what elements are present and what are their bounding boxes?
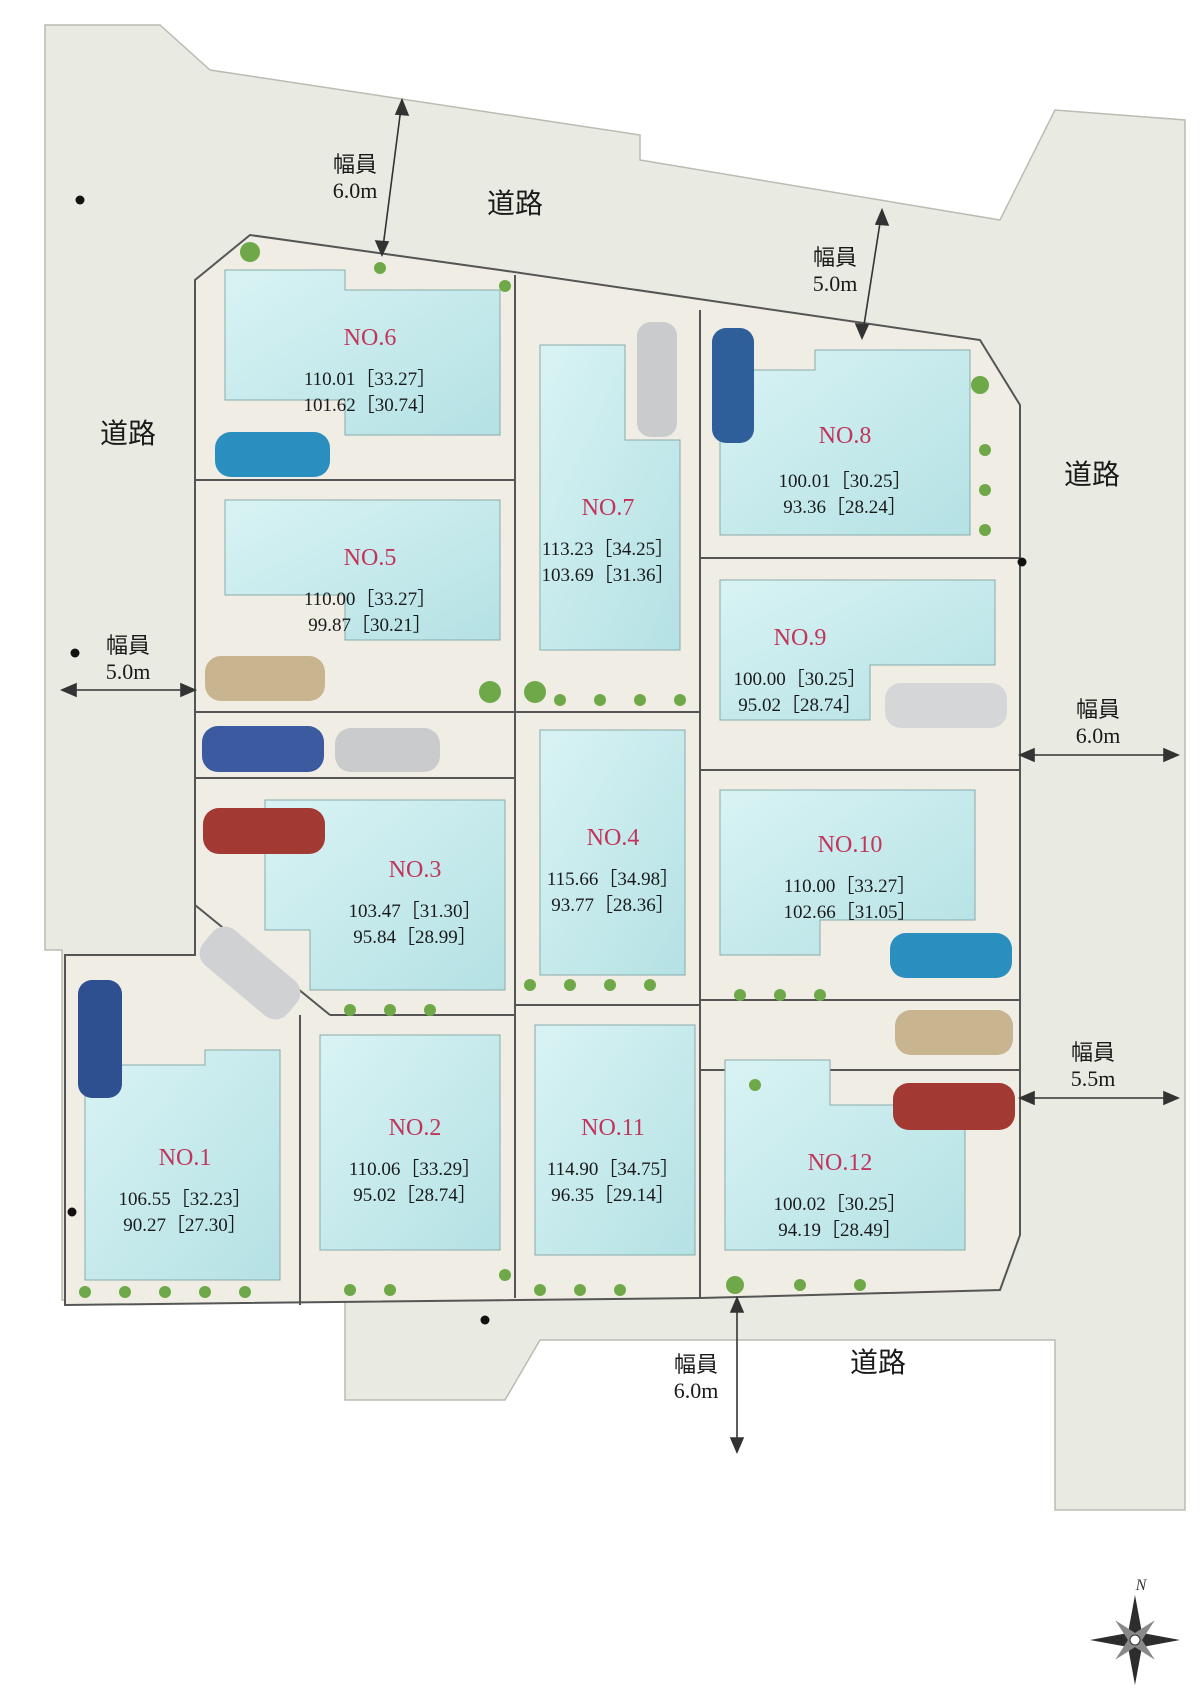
width-label-bottom-2: 6.0m <box>674 1378 719 1403</box>
car <box>895 1010 1013 1055</box>
compass: N <box>1090 1577 1180 1685</box>
lot-no3-building-area: 95.84［28.99］ <box>353 926 477 948</box>
lot-no2-building-area: 95.02［28.74］ <box>353 1184 477 1206</box>
road-label-right: 道路 <box>1064 459 1120 491</box>
width-label-left-1: 幅員 <box>106 633 150 658</box>
dimension-arrows <box>59 97 1181 1455</box>
width-label-right-low-2: 5.5m <box>1071 1066 1116 1091</box>
car <box>203 808 325 854</box>
car <box>885 683 1007 728</box>
road-label-left: 道路 <box>100 418 156 450</box>
lot-no1-building-area: 90.27［27.30］ <box>123 1214 247 1236</box>
width-label-top-1: 幅員 <box>333 152 377 177</box>
road-label-bottom: 道路 <box>850 1347 906 1379</box>
lot-labels: NO.1 106.55［32.23］ 90.27［27.30］ NO.2 110… <box>118 325 916 1241</box>
car <box>215 432 330 477</box>
lot-no1-land-area: 106.55［32.23］ <box>118 1188 251 1210</box>
lot-no6-land-area: 110.01［33.27］ <box>304 368 436 390</box>
lot-no9-building-area: 95.02［28.74］ <box>738 694 862 716</box>
lot-no4-title: NO.4 <box>587 825 640 851</box>
building-no4 <box>539 729 686 976</box>
survey-points <box>67 195 1027 1325</box>
lot-no8-land-area: 100.01［30.25］ <box>778 470 911 492</box>
lot-no2-title: NO.2 <box>389 1115 442 1141</box>
shrubs <box>79 242 991 1298</box>
lot-no7-building-area: 103.69［31.36］ <box>541 564 674 586</box>
lot-no4-land-area: 115.66［34.98］ <box>547 868 679 890</box>
lot-no11-land-area: 114.90［34.75］ <box>547 1158 679 1180</box>
lot-no5-building-area: 99.87［30.21］ <box>308 614 432 636</box>
lot-no5-title: NO.5 <box>344 545 397 571</box>
lot-no10-title: NO.10 <box>818 832 883 858</box>
lot-no3-title: NO.3 <box>389 857 442 883</box>
road-label-top: 道路 <box>487 188 543 220</box>
lot-no9-land-area: 100.00［30.25］ <box>733 668 866 690</box>
width-labels: 幅員 6.0m 幅員 5.0m 幅員 5.0m 幅員 6.0m 幅員 5.5m … <box>106 152 1121 1403</box>
car <box>890 933 1012 978</box>
lot-no10-building-area: 102.66［31.05］ <box>783 901 916 923</box>
car <box>712 328 754 443</box>
car <box>199 926 301 1020</box>
car <box>335 728 440 772</box>
lot-no6-title: NO.6 <box>344 325 397 351</box>
lot-no7-land-area: 113.23［34.25］ <box>542 538 674 560</box>
lot-no10-land-area: 110.00［33.27］ <box>784 875 916 897</box>
lot-no6-building-area: 101.62［30.74］ <box>303 394 436 416</box>
lot-no7-title: NO.7 <box>582 495 635 521</box>
building-no3 <box>264 799 506 991</box>
lot-no11-building-area: 96.35［29.14］ <box>551 1184 675 1206</box>
lot-no5-land-area: 110.00［33.27］ <box>304 588 436 610</box>
building-no9 <box>719 579 996 721</box>
building-no1 <box>84 1049 281 1281</box>
building-no2 <box>319 1034 501 1251</box>
lot-no8-building-area: 93.36［28.24］ <box>783 496 907 518</box>
building-no10 <box>719 789 976 956</box>
width-label-top-2: 6.0m <box>333 178 378 203</box>
lot-no12-title: NO.12 <box>808 1150 873 1176</box>
lot-no3-land-area: 103.47［31.30］ <box>348 900 481 922</box>
car <box>205 656 325 701</box>
lot-no8-title: NO.8 <box>819 423 872 449</box>
buildings <box>84 269 996 1281</box>
car <box>78 980 122 1098</box>
lot-no12-land-area: 100.02［30.25］ <box>773 1193 906 1215</box>
road-labels: 道路 道路 道路 道路 <box>100 188 1120 1379</box>
building-no6 <box>224 269 501 436</box>
lot-no1-title: NO.1 <box>159 1145 212 1171</box>
width-label-upper-right-1: 幅員 <box>813 245 857 270</box>
building-no11 <box>534 1024 696 1256</box>
car <box>637 322 677 437</box>
width-label-right-mid-2: 6.0m <box>1076 723 1121 748</box>
width-label-upper-right-2: 5.0m <box>813 271 858 296</box>
car <box>893 1083 1015 1130</box>
building-no7 <box>539 344 681 651</box>
width-label-right-low-1: 幅員 <box>1071 1040 1115 1065</box>
width-label-left-2: 5.0m <box>106 659 151 684</box>
compass-north-label: N <box>1135 1577 1148 1594</box>
building-no5 <box>224 499 501 641</box>
width-label-right-mid-1: 幅員 <box>1076 697 1120 722</box>
width-label-bottom-1: 幅員 <box>674 1352 718 1377</box>
lot-no9-title: NO.9 <box>774 625 827 651</box>
car <box>202 726 324 772</box>
building-no8 <box>719 349 971 536</box>
lot-no2-land-area: 110.06［33.29］ <box>349 1158 481 1180</box>
lot-no11-title: NO.11 <box>581 1115 645 1141</box>
lot-no4-building-area: 93.77［28.36］ <box>551 894 675 916</box>
lot-no12-building-area: 94.19［28.49］ <box>778 1219 902 1241</box>
parking-cars <box>78 322 1015 1130</box>
